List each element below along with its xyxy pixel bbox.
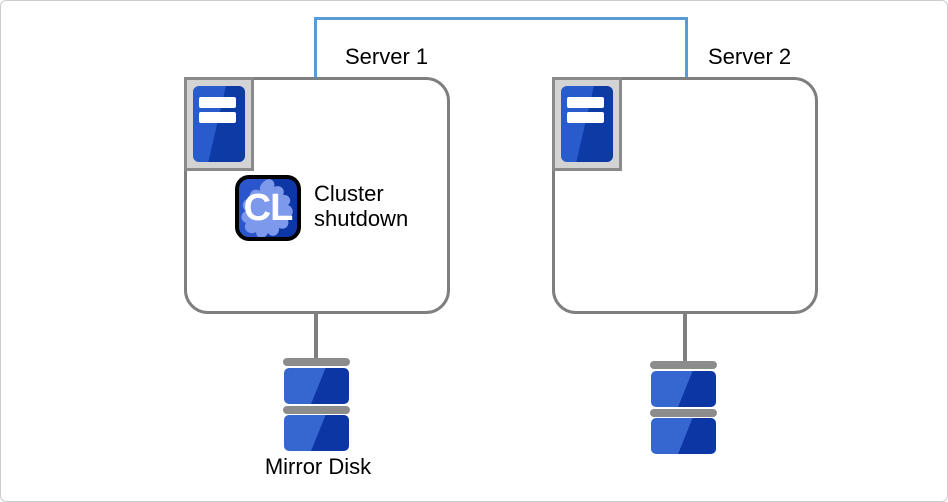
gear-blob-icon (241, 179, 293, 237)
cluster-shutdown-label: Cluster shutdown (314, 181, 409, 231)
mirror-disk-label: Mirror Disk (264, 454, 372, 479)
drive-slot (199, 97, 236, 108)
drive-slot (567, 112, 604, 123)
disk-platter (284, 415, 349, 451)
disk-cap (283, 406, 350, 414)
drive-slot (199, 112, 236, 123)
disk-platter (651, 418, 716, 454)
disk-connection-line (683, 312, 687, 364)
interconnect-line (314, 17, 688, 79)
mirror-disk-icon (283, 358, 350, 452)
disk-platter (284, 368, 349, 404)
server-tower-body (193, 86, 245, 162)
server1-label: Server 1 (345, 44, 429, 69)
cluster-shutdown-icon: CL (235, 175, 301, 241)
disk-platter (651, 371, 716, 407)
server-tower-icon (184, 77, 254, 171)
disk-cap (283, 358, 350, 366)
mirror-disk-icon (650, 361, 717, 455)
server-tower-body (561, 86, 613, 162)
drive-slot (567, 97, 604, 108)
disk-cap (650, 409, 717, 417)
disk-connection-line (314, 312, 318, 361)
badge-letters: CL (243, 186, 294, 229)
disk-cap (650, 361, 717, 369)
server-tower-icon (552, 77, 622, 171)
server2-label: Server 2 (708, 44, 792, 69)
